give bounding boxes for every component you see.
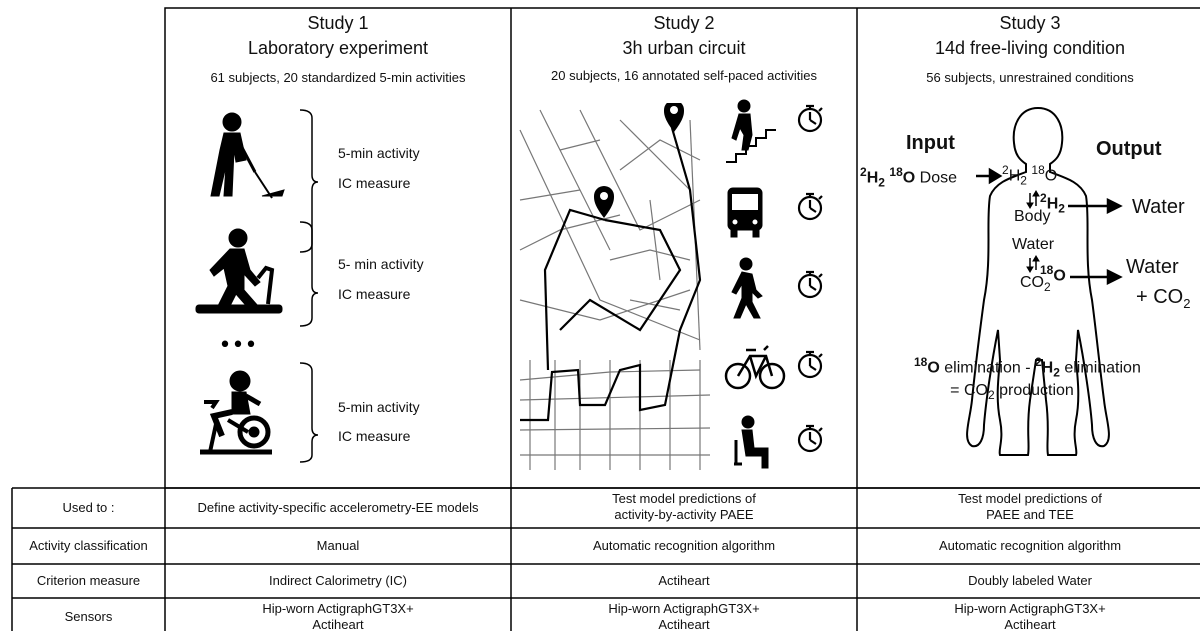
stopwatch-icon bbox=[797, 350, 823, 379]
walking-icon bbox=[731, 257, 763, 319]
study1-subtitle: Laboratory experiment bbox=[247, 38, 429, 58]
hydrogen-output-label: 2H2 bbox=[1040, 191, 1065, 216]
cleaning-person-icon bbox=[210, 112, 285, 199]
study1-activity-1-measure: IC measure bbox=[338, 175, 411, 191]
sensors-study2: Hip-worn ActigraphGT3X+Actiheart bbox=[608, 601, 760, 632]
row-label-criterion-measure: Criterion measure bbox=[36, 573, 141, 588]
sensors-study1: Hip-worn ActigraphGT3X+Actiheart bbox=[262, 601, 414, 632]
row-label-sensors: Sensors bbox=[64, 609, 113, 624]
study3-subtitle: 14d free-living condition bbox=[934, 38, 1126, 58]
activity-classification-study2: Automatic recognition algorithm bbox=[592, 538, 776, 553]
study1-title: Study 1 bbox=[307, 13, 369, 33]
row-label-used-to: Used to : bbox=[62, 500, 115, 515]
study1-description: 61 subjects, 20 standardized 5-min activ… bbox=[210, 70, 466, 85]
bracket-3 bbox=[299, 362, 319, 463]
body-water-line1: Body bbox=[1014, 208, 1051, 225]
study1-activity-2-measure: IC measure bbox=[338, 286, 411, 302]
study1-activity-3-label: 5-min activity bbox=[338, 399, 420, 415]
map-pin-icon bbox=[664, 103, 684, 132]
stopwatch-icon bbox=[797, 270, 823, 299]
study1-activity-1-label: 5-min activity bbox=[338, 145, 420, 161]
stopwatch-icon bbox=[797, 104, 823, 133]
study3-title: Study 3 bbox=[999, 13, 1061, 33]
activity-classification-study3: Automatic recognition algorithm bbox=[938, 538, 1122, 553]
sensors-study3: Hip-worn ActigraphGT3X+Actiheart bbox=[954, 601, 1106, 632]
study2-description: 20 subjects, 16 annotated self-paced act… bbox=[551, 68, 817, 83]
input-label: Input bbox=[906, 132, 955, 154]
stopwatch-icon bbox=[797, 192, 823, 221]
water-co2-output-line1: Water bbox=[1126, 256, 1179, 278]
ellipsis: ••• bbox=[219, 333, 258, 358]
body-isotopes-label: 2H2 18O bbox=[1002, 163, 1058, 188]
elimination-equation: 18O elimination - 2H2 elimination bbox=[914, 355, 1141, 380]
study1-activity-3-measure: IC measure bbox=[338, 428, 411, 444]
row-label-activity-classification: Activity classification bbox=[29, 538, 148, 553]
bicycle-icon bbox=[724, 345, 786, 390]
bracket-2 bbox=[299, 221, 319, 327]
study2-subtitle: 3h urban circuit bbox=[622, 38, 746, 58]
stopwatch-icon bbox=[797, 424, 823, 453]
sitting-icon bbox=[734, 415, 769, 469]
water-output-label: Water bbox=[1132, 196, 1185, 218]
exercise-bike-icon bbox=[200, 370, 272, 455]
study2-title: Study 2 bbox=[653, 13, 715, 33]
treadmill-icon bbox=[195, 228, 283, 314]
map-pin-icon bbox=[594, 186, 614, 218]
co2-production-equation: = CO2 production bbox=[950, 382, 1074, 403]
study3-description: 56 subjects, unrestrained conditions bbox=[926, 70, 1134, 85]
stairs-icon bbox=[726, 99, 776, 163]
water-co2-output-line2: + CO2 bbox=[1136, 286, 1191, 311]
criterion-measure-study1: Indirect Calorimetry (IC) bbox=[269, 573, 407, 588]
activity-classification-study1: Manual bbox=[316, 538, 360, 553]
body-water-line2: Water bbox=[1012, 236, 1055, 253]
criterion-measure-study3: Doubly labeled Water bbox=[968, 573, 1092, 588]
dose-label: 2H2 18O Dose bbox=[860, 165, 957, 190]
bus-icon bbox=[727, 187, 763, 238]
oxygen-output-label: 18O bbox=[1040, 263, 1066, 285]
criterion-measure-study2: Actiheart bbox=[658, 573, 710, 588]
study1-activity-2-label: 5- min activity bbox=[338, 256, 424, 272]
used-to-study1: Define activity-specific accelerometry-E… bbox=[197, 500, 479, 515]
co2-label: CO2 bbox=[1020, 274, 1051, 295]
output-label: Output bbox=[1096, 138, 1162, 160]
